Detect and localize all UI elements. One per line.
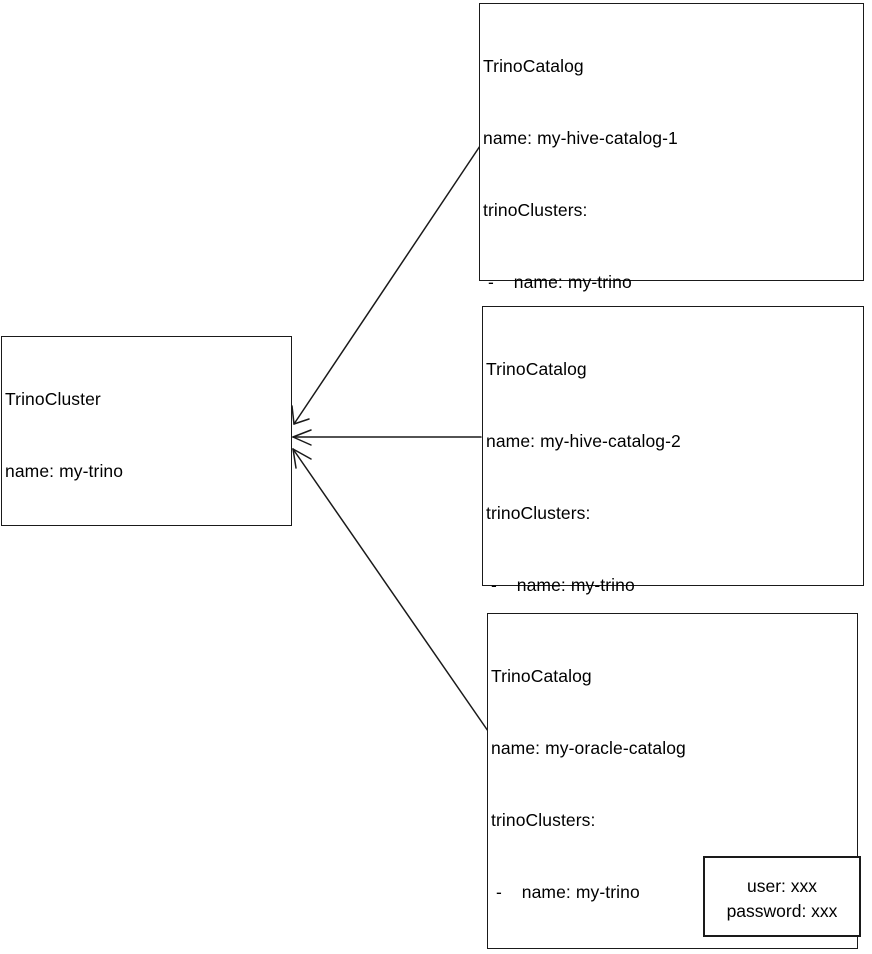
edge-catalog-2-to-cluster	[292, 429, 482, 446]
oracle-credentials-secret-node[interactable]: user: xxx password: xxx	[703, 856, 861, 937]
arrowhead-barb	[292, 436, 312, 446]
catalog-3-yaml: TrinoCatalog name: my-oracle-catalog tri…	[491, 616, 855, 954]
arrowhead-barb	[292, 448, 312, 460]
catalog-3-line-name: name: my-oracle-catalog	[491, 738, 686, 758]
cluster-line-name: name: my-trino	[5, 461, 124, 481]
catalog-1-line-trinoclusters: trinoClusters:	[483, 200, 588, 220]
trino-catalog-node-oracle[interactable]: TrinoCatalog name: my-oracle-catalog tri…	[487, 613, 861, 949]
arrowhead-barb	[291, 405, 295, 425]
catalog-3-line-kind: TrinoCatalog	[491, 666, 592, 686]
trino-catalog-node-hive-2[interactable]: TrinoCatalog name: my-hive-catalog-2 tri…	[482, 306, 864, 883]
catalog-1-line-kind: TrinoCatalog	[483, 56, 584, 76]
catalog-2-line-name: name: my-hive-catalog-2	[486, 431, 681, 451]
arrowhead-barb	[292, 429, 312, 438]
catalog-2-line-trinoclusters: trinoClusters:	[486, 503, 591, 523]
cluster-line-kind: TrinoCluster	[5, 389, 101, 409]
arrowhead-barb	[293, 418, 310, 425]
catalog-1-line-name: name: my-hive-catalog-1	[483, 128, 678, 148]
catalog-2-line-cluster-name: - name: my-trino	[486, 575, 635, 595]
edge-catalog-3-to-cluster	[292, 448, 489, 732]
catalog-2-line-kind: TrinoCatalog	[486, 359, 587, 379]
catalog-1-line-cluster-name: - name: my-trino	[483, 272, 632, 292]
trino-cluster-yaml: TrinoCluster name: my-trino	[5, 339, 289, 531]
edge-catalog-1-to-cluster	[291, 145, 481, 425]
credentials-text: user: xxx password: xxx	[705, 874, 859, 924]
arrowhead-barb	[292, 448, 297, 469]
credentials-line-password: password: xxx	[726, 901, 838, 921]
catalog-3-line-cluster-name: - name: my-trino	[491, 882, 640, 902]
credentials-line-user: user: xxx	[746, 876, 818, 896]
catalog-3-line-trinoclusters: trinoClusters:	[491, 810, 596, 830]
trino-catalog-node-hive-1[interactable]: TrinoCatalog name: my-hive-catalog-1 tri…	[479, 3, 864, 652]
trino-cluster-node[interactable]: TrinoCluster name: my-trino	[1, 336, 292, 526]
